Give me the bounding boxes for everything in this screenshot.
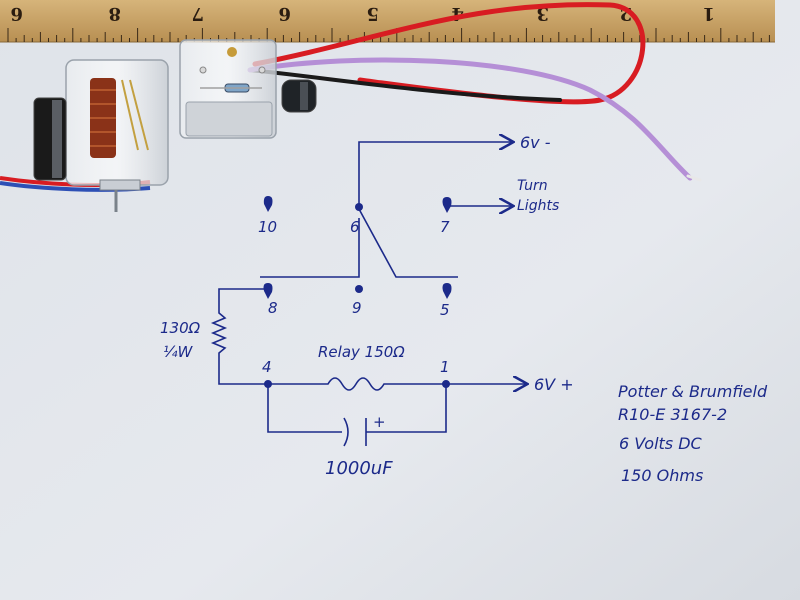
- capacitor-value-label: 1000uF: [325, 458, 393, 479]
- pin-8-dot: [263, 283, 273, 299]
- pin-6-label: 6: [350, 218, 360, 236]
- ruler: 6 8 7 6 5 4 3 2 1: [0, 0, 775, 43]
- switch-arm: [358, 208, 458, 278]
- pin-9-dot: [355, 285, 363, 293]
- cap-right-wire: [366, 384, 447, 433]
- ruler-number-1: 6: [10, 3, 23, 24]
- resistor-value-label: 130Ω: [160, 319, 201, 337]
- ruler-number-4: 6: [278, 3, 291, 24]
- right-relay: [179, 39, 317, 139]
- common-wire: [260, 218, 360, 278]
- negative-supply-label: 6v -: [520, 133, 551, 152]
- pin-1-label: 1: [440, 358, 450, 376]
- lights-label: Lights: [517, 198, 559, 214]
- positive-supply-label: 6V +: [534, 375, 574, 394]
- note-part-number: R10-E 3167-2: [618, 405, 727, 424]
- ruler-number-3: 7: [191, 3, 204, 24]
- cap-curved-plate: [343, 417, 349, 447]
- relay-coil-label: Relay 150Ω: [318, 343, 405, 361]
- pin-5-dot: [442, 283, 452, 299]
- pin-4-dot: [264, 380, 272, 388]
- relay-coil: [268, 377, 446, 391]
- pin-6-dot: [355, 203, 363, 211]
- pin-7-dot: [442, 197, 452, 213]
- resistor-loop: [210, 288, 268, 385]
- pin-8-label: 8: [268, 299, 278, 317]
- note-voltage: 6 Volts DC: [619, 434, 703, 453]
- resistor-power-label: ¼W: [163, 343, 194, 361]
- negative-supply-wire: [358, 142, 512, 209]
- pin-10-dot: [263, 196, 273, 212]
- pin-9-label: 9: [352, 299, 362, 317]
- note-manufacturer: Potter & Brumfield: [618, 382, 768, 401]
- note-resistance: 150 Ohms: [621, 466, 703, 485]
- ruler-number-5: 5: [366, 3, 379, 24]
- turn-label: Turn: [517, 178, 548, 194]
- ruler-number-9: 1: [702, 3, 715, 24]
- pin-7-label: 7: [440, 218, 450, 236]
- ruler-number-6: 4: [451, 3, 464, 24]
- pin-5-label: 5: [440, 301, 450, 319]
- pin-dots: [263, 196, 452, 388]
- left-relay: [0, 59, 169, 212]
- ruler-number-2: 8: [108, 3, 121, 24]
- pin-10-label: 10: [258, 218, 277, 236]
- pin-1-dot: [442, 380, 450, 388]
- pin-4-label: 4: [262, 358, 272, 376]
- schematic-drawing: [210, 142, 526, 447]
- ruler-ticks: [7, 28, 770, 42]
- cap-polarity-label: +: [373, 413, 386, 431]
- relay-wires: [247, 2, 702, 182]
- cap-left-wire: [267, 384, 342, 433]
